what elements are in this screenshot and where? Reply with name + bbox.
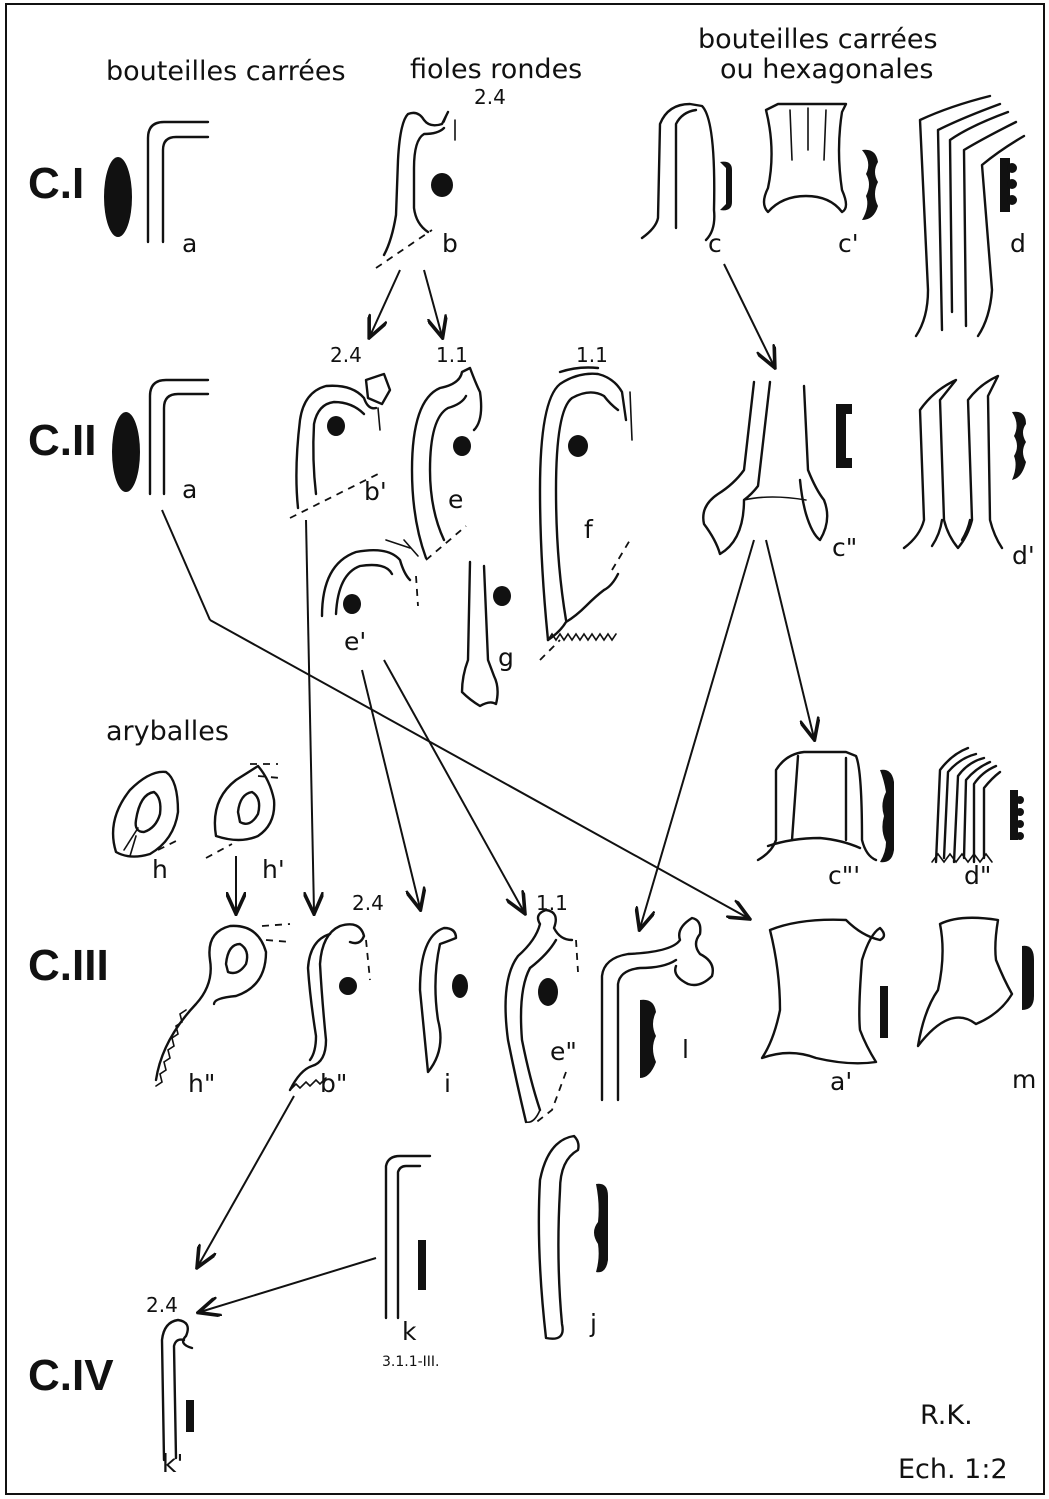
number-b1-c2: 2.4 [330,343,362,367]
profile-a-c2 [112,378,210,496]
label-g-c2: g [498,643,514,672]
label-m-c3: m [1012,1065,1036,1094]
number-e-c2: 1.1 [436,343,468,367]
profile-d-c1 [914,94,1026,338]
profile-h2 [154,923,291,1087]
label-b-c1: b [442,229,458,258]
profile-a1-c3 [760,918,888,1065]
profile-c3 [756,750,894,863]
label-h: h [152,855,168,884]
number-b2-c3: 2.4 [352,891,384,915]
profile-g-c2 [460,560,511,708]
label-c1-c1: c' [838,229,859,258]
label-d1-c2: d' [1012,541,1035,570]
arrow-b1-to-b2 [306,519,314,912]
label-l-c3: l [682,1035,689,1064]
profile-c1-c1 [762,102,878,220]
profile-m-c3 [916,916,1034,1048]
label-e2-c3: e" [550,1037,577,1066]
arrow-b-to-e [423,269,442,336]
profile-j [537,1134,608,1340]
label-e-c2: e [448,485,463,514]
label-d-c1: d [1010,229,1026,258]
label-j: j [589,1309,597,1338]
profile-h1 [205,763,281,859]
profile-l-c3 [600,916,714,1102]
profile-b-c1 [375,110,456,269]
label-a-c1: a [182,229,197,258]
label-b2-c3: b" [320,1069,347,1098]
label-e1-c2: e' [344,627,366,656]
profile-i-c3 [418,926,468,1074]
period-c3: C.III [28,941,109,990]
profile-b2-c3 [288,923,371,1092]
arrow-k-to-k1 [200,1257,377,1312]
label-k: k [402,1317,417,1346]
profile-e-c2 [410,366,483,561]
arrow-a-segment [161,509,211,621]
label-c2-c2: c" [832,533,857,562]
profile-k1-c4 [160,1318,194,1462]
header-square-bottles: bouteilles carrées [106,56,346,87]
profile-k [384,1154,432,1320]
period-c2: C.II [28,416,96,465]
profile-e1-c2 [320,539,419,618]
arrow-e1-to-e2 [383,659,524,912]
scale-note: Ech. 1:2 [898,1454,1008,1485]
number-f-c2: 1.1 [576,343,608,367]
profile-d1-c2 [902,374,1026,550]
number-k1-c4: 2.4 [146,1293,178,1317]
arrow-b2-to-k1 [198,1095,295,1266]
label-i-c3: i [444,1069,451,1098]
plate-border [5,3,1045,1495]
header-square-hex-bottles-1: bouteilles carrées [698,24,938,55]
number-k-sub: 3.1.1-III. [382,1354,440,1370]
label-d2: d" [964,861,991,890]
profile-c-c1 [640,102,732,242]
header-square-hex-bottles-2: ou hexagonales [720,54,933,85]
arrow-e1-to-i [361,669,420,908]
period-c1: C.I [28,159,84,208]
label-k1-c4: k' [162,1449,183,1478]
period-c4: C.IV [28,1351,114,1400]
arrow-c2-to-l [640,539,755,928]
profile-b1-c2 [289,372,392,519]
label-b1-c2: b' [364,477,387,506]
arrow-b-to-b1 [370,269,401,336]
arrow-c-to-c2 [723,263,774,366]
label-f-c2: f [584,515,594,544]
profile-c2-c2 [702,380,852,556]
signature: R.K. [920,1400,973,1431]
profile-f-c2 [538,366,633,661]
profile-d2 [931,746,1024,864]
profile-a-c1 [104,120,210,244]
profile-h [111,770,180,858]
profile-e2-c3 [504,908,579,1125]
label-a-c2: a [182,475,197,504]
arrow-c2-to-c3 [765,539,814,738]
label-h1: h' [262,855,285,884]
header-round-vials: fioles rondes [410,54,582,85]
label-a1-c3: a' [830,1067,852,1096]
label-c-c1: c [708,229,722,258]
label-c3: c"' [828,861,860,890]
label-h2: h" [188,1069,215,1098]
number-b-c1: 2.4 [474,85,506,109]
header-aryballes: aryballes [106,716,229,747]
arrow-a-to-a1 [209,619,748,918]
